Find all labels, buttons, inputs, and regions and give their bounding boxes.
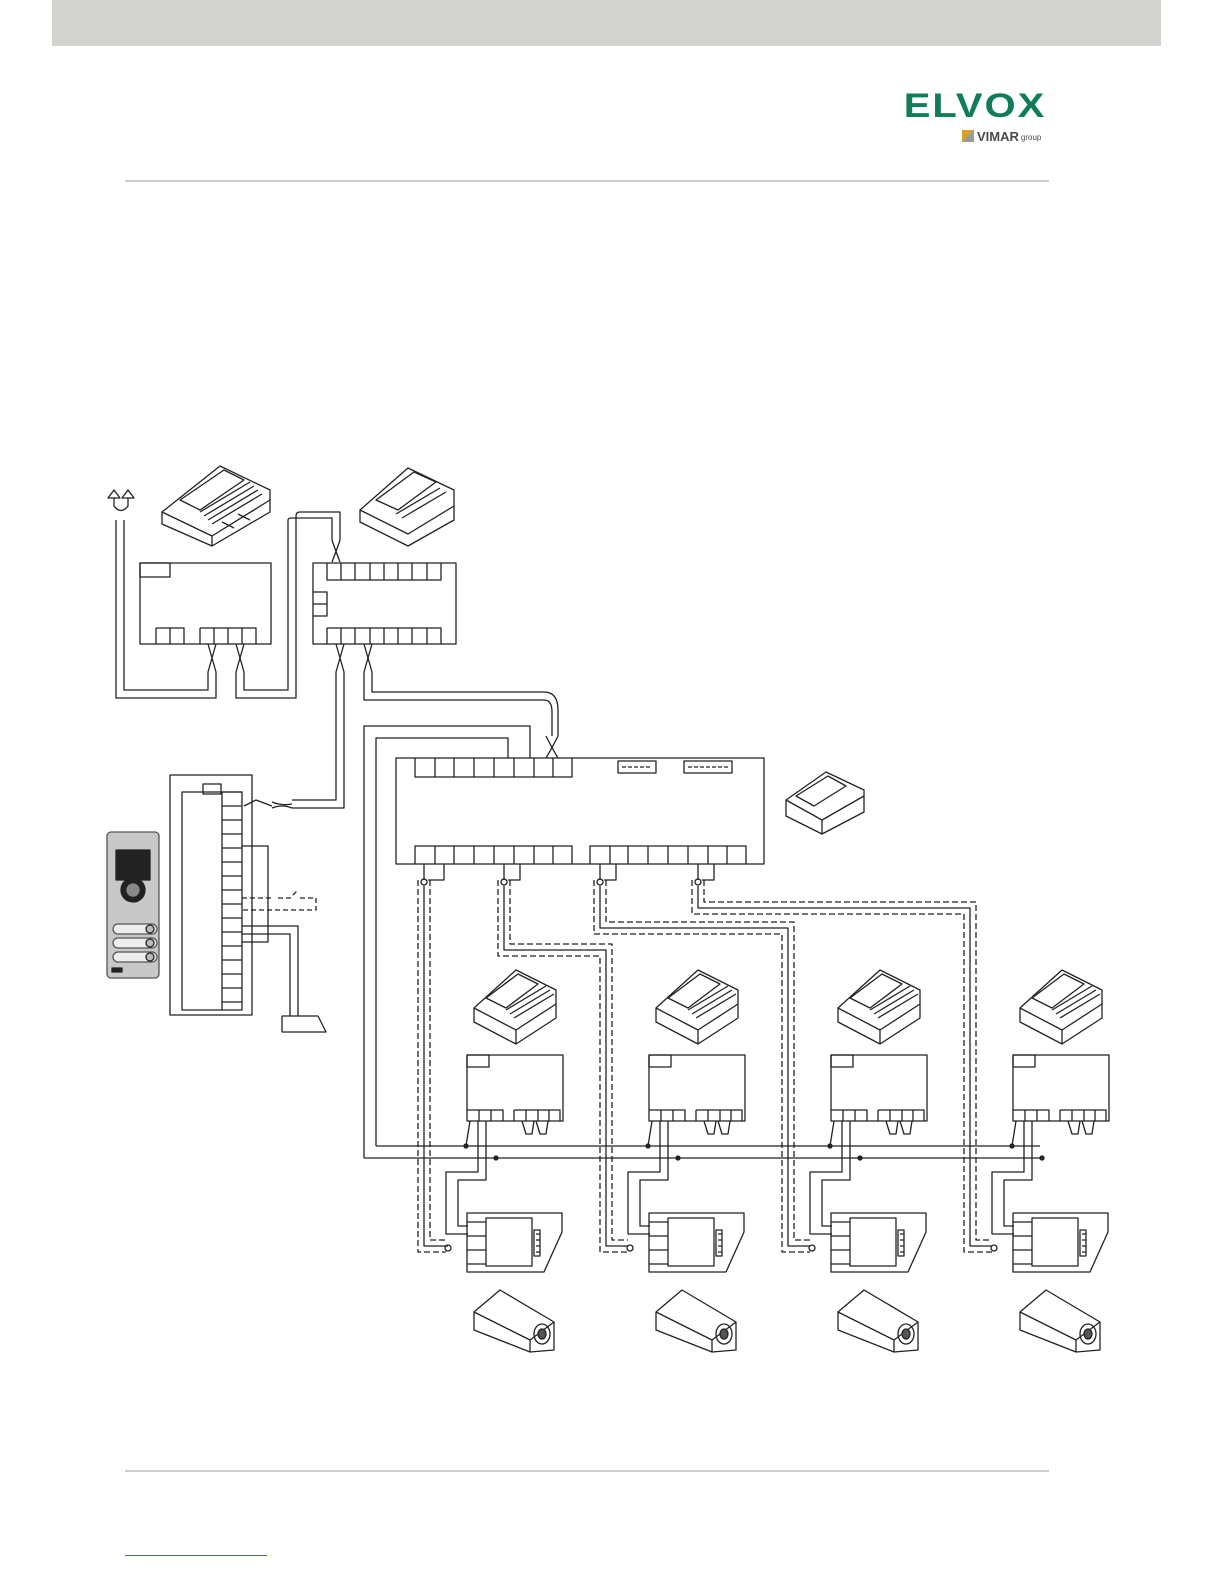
coax-connector: [627, 1245, 633, 1251]
door-entry-panel-icon: [107, 832, 159, 978]
camera-supply-block: [649, 1213, 744, 1272]
power-supply-icon: [656, 970, 738, 1044]
power-supply-block: [831, 1055, 927, 1134]
camera-group-1: [445, 970, 563, 1352]
camera-group-4: [991, 970, 1109, 1352]
power-supply-icon: [1020, 970, 1102, 1044]
video-mixer-icon: [360, 468, 454, 546]
power-supply-icon: [162, 466, 270, 546]
door-lock-icon: [282, 1016, 326, 1032]
coax-connector: [991, 1245, 997, 1251]
coax-runs: [418, 864, 992, 1252]
coax-connector: [809, 1245, 815, 1251]
bus-wires: [364, 726, 1040, 1158]
camera-supply-block: [831, 1213, 926, 1272]
panel-terminal-block: [170, 775, 316, 1016]
footer-rule: [125, 1470, 1049, 1472]
video-mixer-block: [313, 563, 456, 644]
camera-group-3: [809, 970, 927, 1352]
camera-groups: [445, 970, 1109, 1352]
camera-group-2: [627, 970, 745, 1352]
power-supply-block: [140, 563, 271, 644]
camera-icon: [474, 1290, 554, 1352]
video-distributor-icon: [786, 772, 864, 834]
power-supply-icon: [838, 970, 920, 1044]
video-distributor-block: [396, 758, 764, 864]
camera-supply-block: [1013, 1213, 1108, 1272]
twist-wires: [208, 512, 340, 698]
power-supply-block: [1013, 1055, 1109, 1134]
power-supply-block: [467, 1055, 563, 1134]
footer-link-underline[interactable]: [125, 1555, 267, 1556]
camera-icon: [1020, 1290, 1100, 1352]
camera-icon: [838, 1290, 918, 1352]
camera-icon: [656, 1290, 736, 1352]
power-supply-icon: [474, 970, 556, 1044]
camera-supply-block: [467, 1213, 562, 1272]
power-supply-block: [649, 1055, 745, 1134]
